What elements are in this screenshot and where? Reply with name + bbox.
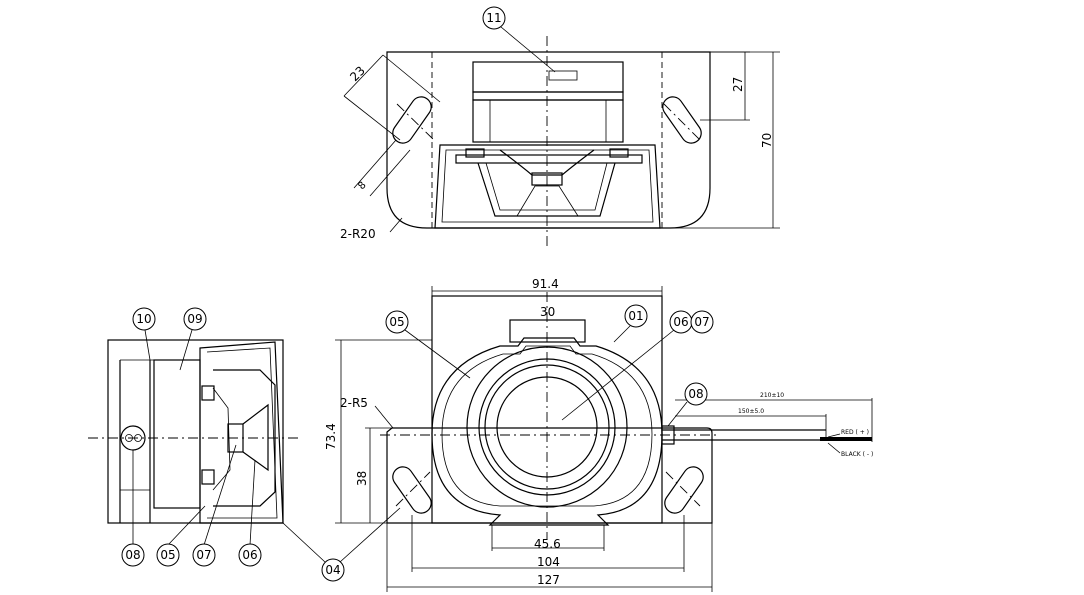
balloon-05-front-label: 05	[389, 315, 404, 329]
balloon-07-front-label: 07	[694, 315, 709, 329]
side-view-outline	[107, 339, 284, 524]
balloon-06-side-label: 06	[242, 548, 257, 562]
dim-127: 127	[537, 573, 560, 587]
wire-stripped-end	[820, 437, 872, 441]
dim-150: 150±5.0	[738, 408, 764, 415]
front-view-top-bracket	[509, 319, 586, 343]
balloon-09-label: 09	[187, 312, 202, 326]
balloon-08-side	[121, 543, 145, 567]
balloon-07-side-label: 07	[196, 548, 211, 562]
dim-30: 30	[540, 305, 555, 319]
top-view: 23 8 2-R20 27 70 11	[340, 6, 780, 248]
top-view-voice-coil	[531, 172, 563, 186]
top-view-label-window	[548, 70, 578, 81]
balloon-08-side-label: 08	[125, 548, 140, 562]
balloon-11-label: 11	[486, 11, 501, 25]
side-view: 10 09 08 05 07 06	[88, 307, 300, 567]
balloon-10-label: 10	[136, 312, 151, 326]
dim-23-line	[343, 54, 384, 97]
balloon-08-front-label: 08	[688, 387, 703, 401]
balloon-05-side-label: 05	[160, 548, 175, 562]
front-view-slot-left	[392, 466, 432, 514]
wire-label-red: RED ( + )	[841, 429, 869, 436]
top-view-magnet-ring	[472, 91, 624, 101]
dim-r5: 2-R5	[340, 396, 368, 410]
wire-label-black: BLACK ( - )	[841, 451, 873, 458]
balloon-07-front	[690, 310, 714, 334]
top-view-plate-outline	[386, 51, 711, 229]
dim-91-4: 91.4	[532, 277, 559, 291]
balloon-01-label: 01	[628, 309, 643, 323]
top-view-slot-right	[662, 96, 702, 144]
dim-104: 104	[537, 555, 560, 569]
front-view-plate	[386, 427, 713, 524]
balloon-07-side	[192, 543, 216, 567]
side-view-magnet	[153, 359, 201, 509]
balloon-09	[183, 307, 207, 331]
dim-70: 70	[760, 133, 774, 148]
dim-27: 27	[731, 77, 745, 92]
dim-210: 210±10	[760, 392, 784, 399]
dim-38: 38	[355, 471, 369, 486]
top-view-enclosure	[434, 144, 661, 229]
balloon-06-side	[238, 543, 262, 567]
dim-73-4: 73.4	[324, 423, 338, 450]
top-view-frame-rim	[455, 154, 643, 164]
top-view-magnet-body	[472, 99, 624, 143]
balloon-04-label: 04	[325, 563, 340, 577]
dim-r20: 2-R20	[340, 227, 376, 241]
balloon-05-side	[156, 543, 180, 567]
balloon-01	[624, 304, 648, 328]
balloon-08-front	[684, 382, 708, 406]
dim-8: 8	[356, 180, 368, 192]
balloon-05-front	[385, 310, 409, 334]
front-view-slot-right	[664, 466, 704, 514]
top-view-slot-left	[392, 96, 432, 144]
balloon-10	[132, 307, 156, 331]
dim-23: 23	[347, 63, 368, 84]
front-view-body	[431, 337, 663, 526]
front-view: 91.4 30 73.4 38 2-R5 45.6 104 127 210±10	[282, 277, 873, 592]
balloon-11	[482, 6, 506, 30]
dim-45-6: 45.6	[534, 537, 561, 551]
balloon-06-front-label: 06	[673, 315, 688, 329]
balloon-04	[321, 558, 345, 582]
